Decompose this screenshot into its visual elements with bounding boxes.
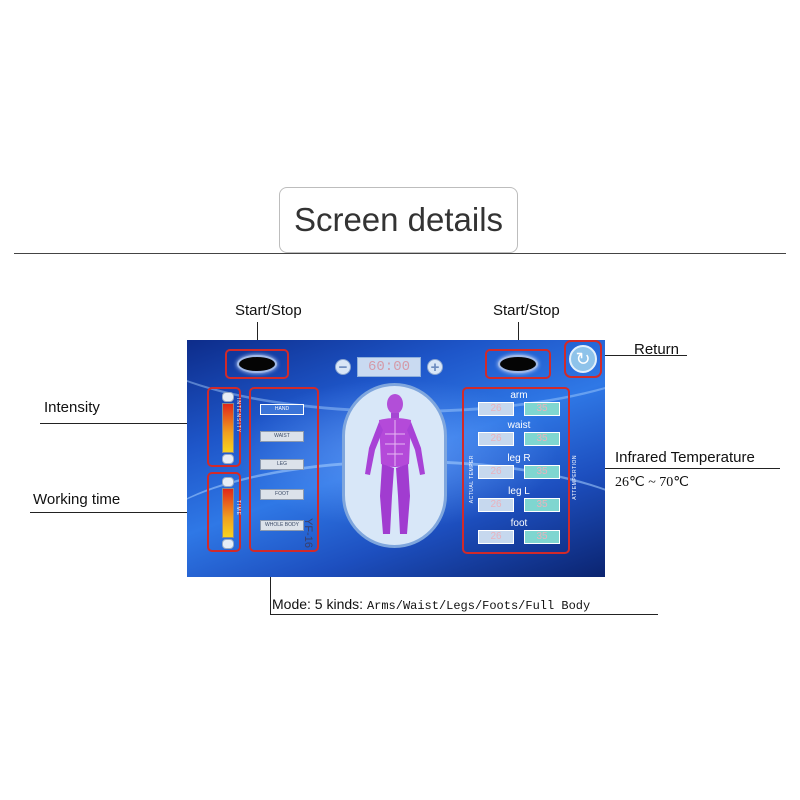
highlight-temperature — [462, 387, 570, 554]
leader-line — [257, 322, 258, 350]
mode-prefix: Mode: 5 kinds: — [272, 596, 367, 612]
zone-label-leg-r: leg R — [507, 453, 531, 464]
actual-temp-leg-r: 26 — [478, 465, 514, 479]
set-temp-arm[interactable]: 35 — [524, 402, 560, 416]
intensity-down-button[interactable] — [222, 454, 234, 464]
leader-line — [585, 468, 780, 469]
leader-line — [30, 512, 208, 513]
start-stop-right-button[interactable] — [498, 355, 538, 373]
leader-line — [518, 322, 519, 350]
intensity-level-bar[interactable] — [222, 403, 234, 453]
set-temp-leg-r[interactable]: 35 — [524, 465, 560, 479]
zone-label-arm: arm — [510, 390, 528, 401]
callout-mode: Mode: 5 kinds: Arms/Waist/Legs/Foots/Ful… — [272, 596, 590, 613]
actual-temp-arm: 26 — [478, 402, 514, 416]
start-stop-left-button[interactable] — [237, 355, 277, 373]
actual-temp-waist: 26 — [478, 432, 514, 446]
callout-working-time: Working time — [33, 491, 121, 508]
increase-time-button[interactable]: + — [427, 359, 443, 375]
time-slider[interactable] — [220, 477, 236, 549]
decrease-time-button[interactable]: − — [335, 359, 351, 375]
set-temp-waist[interactable]: 35 — [524, 432, 560, 446]
mode-button-hand[interactable]: HAND — [260, 404, 304, 415]
set-temp-label: ATTEMPERTION — [572, 455, 578, 500]
leader-line — [40, 423, 208, 424]
time-up-button[interactable] — [222, 477, 234, 487]
callout-infrared-temperature: Infrared Temperature — [615, 449, 755, 466]
intensity-label: INTENSITY — [235, 398, 241, 434]
intensity-slider[interactable] — [220, 392, 236, 464]
return-icon[interactable]: ↻ — [569, 345, 597, 373]
highlight-start-stop-left — [225, 349, 289, 379]
set-temp-leg-l[interactable]: 35 — [524, 498, 560, 512]
highlight-intensity — [207, 387, 241, 467]
time-down-button[interactable] — [222, 539, 234, 549]
mode-button-whole-body[interactable]: WHOLE BODY — [260, 520, 304, 531]
callout-return: Return — [634, 341, 680, 358]
zone-label-waist: waist — [507, 420, 531, 431]
set-temp-foot[interactable]: 35 — [524, 530, 560, 544]
zone-label-leg-l: leg L — [508, 486, 530, 497]
zone-label-foot: foot — [510, 518, 528, 529]
mode-list: Arms/Waist/Legs/Foots/Full Body — [366, 599, 591, 613]
time-label: TIME — [235, 500, 241, 516]
highlight-return — [564, 340, 602, 378]
timer-display: 60:00 — [357, 357, 421, 377]
highlight-mode — [249, 387, 319, 552]
device-screen: − 60:00 + ↻ INTENSITY TIME HAND WAIST LE… — [187, 340, 605, 577]
leader-line — [603, 355, 687, 356]
body-figure-panel — [342, 383, 447, 548]
callout-intensity: Intensity — [44, 399, 100, 416]
page-title: Screen details — [279, 187, 518, 253]
mode-button-foot[interactable]: FOOT — [260, 489, 304, 500]
mode-button-waist[interactable]: WAIST — [260, 431, 304, 442]
callout-start-stop-left: Start/Stop — [235, 302, 302, 319]
intensity-up-button[interactable] — [222, 392, 234, 402]
highlight-start-stop-right — [485, 349, 551, 379]
mode-button-leg[interactable]: LEG — [260, 459, 304, 470]
actual-temp-foot: 26 — [478, 530, 514, 544]
time-level-bar[interactable] — [222, 488, 234, 538]
callout-start-stop-right: Start/Stop — [493, 302, 560, 319]
highlight-working-time — [207, 472, 241, 552]
actual-temp-label: ACTUAL TEMPER — [469, 455, 475, 504]
heading-divider — [14, 253, 786, 254]
human-body-icon — [365, 394, 425, 534]
actual-temp-leg-l: 26 — [478, 498, 514, 512]
model-watermark: YF-16 — [302, 518, 314, 548]
leader-line — [270, 614, 658, 615]
leader-line — [270, 548, 271, 614]
temperature-range: 26℃ ~ 70℃ — [615, 475, 690, 490]
